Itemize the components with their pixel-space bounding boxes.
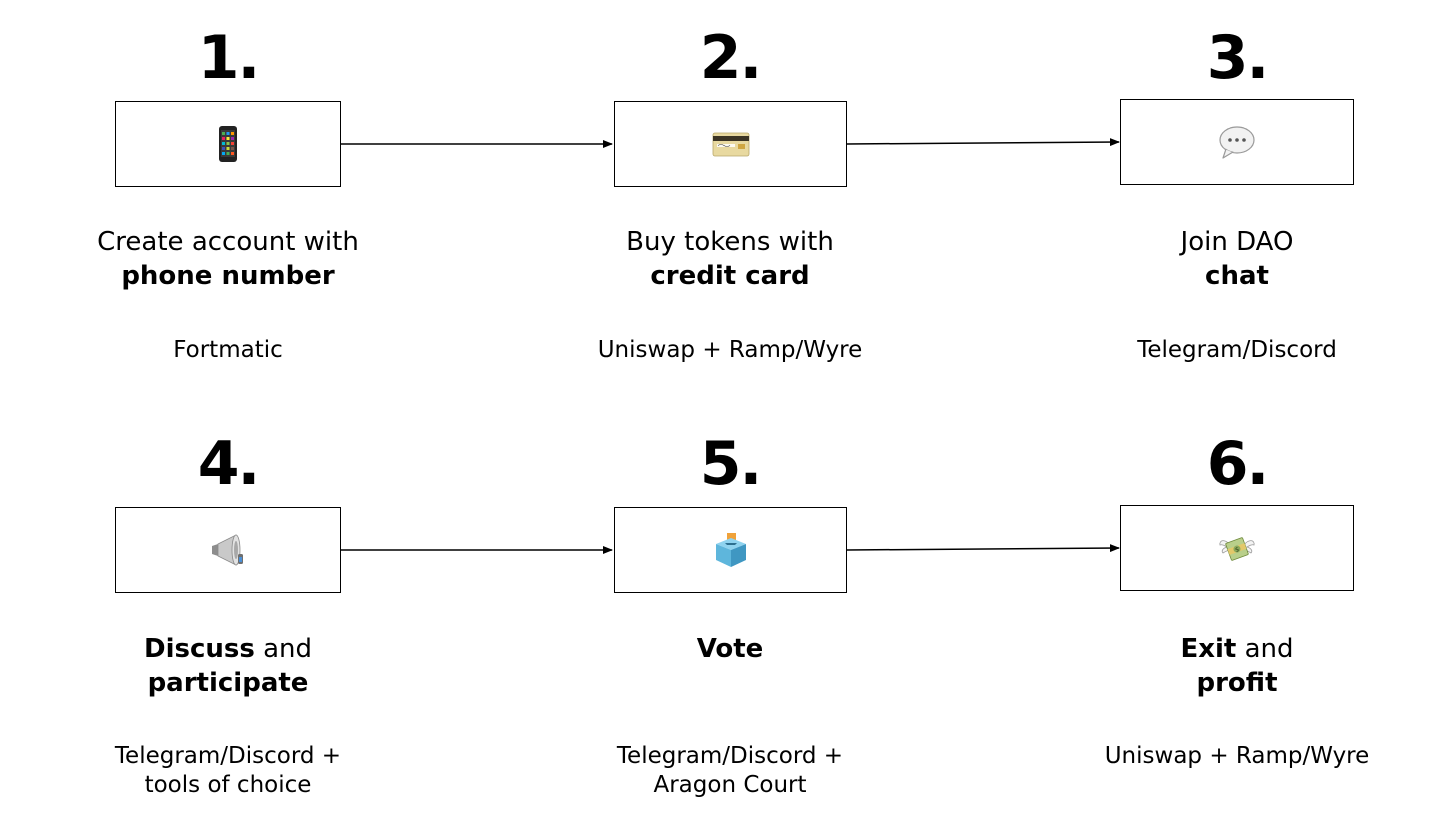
step-title-line1: Exit and [1037,632,1437,666]
arrow-2-to-3 [846,138,1120,147]
step-tools: Uniswap + Ramp/Wyre [1037,742,1437,771]
step-tools-line2: Aragon Court [653,772,807,798]
step-title-line2: credit card [650,261,810,291]
step-number: 1. [197,23,261,93]
step-box: $ [1120,505,1354,591]
step-title-line1-rest: and [254,634,313,664]
step-title-line2: chat [1205,261,1269,291]
money-with-wings-icon: $ [1217,528,1257,568]
step-title-line1: Join DAO [1180,227,1294,257]
credit-card-icon [711,124,751,164]
step-title-line2: participate [147,668,309,698]
step-title-line2: phone number [121,261,335,291]
step-number: 2. [699,23,763,93]
arrow-5-to-6 [846,544,1120,553]
step-tools-line1: Uniswap + Ramp/Wyre [597,337,863,363]
step-tools-line1: Telegram/Discord [1137,337,1337,363]
step-tools: Telegram/Discord + Aragon Court [530,742,930,800]
step-title: Create account with phone number [28,225,428,293]
step-title-line1: Discuss and [28,632,428,666]
step-title-line2: profit [1196,668,1278,698]
step-title: Vote [530,632,930,666]
step-title-line1: Create account with [97,227,359,257]
step-number: 4. [197,429,261,499]
step-box [614,507,847,593]
step-tools-line2: tools of choice [144,772,312,798]
step-title: Join DAO chat [1037,225,1437,293]
speech-bubble-icon [1217,122,1257,162]
step-tools: Fortmatic [28,336,428,365]
step-tools-line1: Uniswap + Ramp/Wyre [1104,743,1370,769]
ballot-box-icon [711,530,751,570]
step-title-line1: Vote [696,634,764,664]
step-tools: Telegram/Discord + tools of choice [28,742,428,800]
step-tools-line1: Telegram/Discord + [616,743,844,769]
step-title-line1-rest: and [1236,634,1294,664]
step-tools-line1: Telegram/Discord + [114,743,342,769]
step-box [115,101,341,187]
step-tools: Telegram/Discord [1037,336,1437,365]
step-box [1120,99,1354,185]
step-title: Buy tokens with credit card [530,225,930,293]
step-title-line1-bold: Exit [1180,634,1237,664]
step-number: 6. [1206,429,1270,499]
step-tools-line1: Fortmatic [173,337,283,363]
step-title-line1-bold: Discuss [143,634,255,664]
step-box [614,101,847,187]
step-tools: Uniswap + Ramp/Wyre [530,336,930,365]
step-title: Exit and profit [1037,632,1437,700]
step-box [115,507,341,593]
step-title-line1: Buy tokens with [626,227,834,257]
mobile-phone-icon [208,124,248,164]
step-title: Discuss and participate [28,632,428,700]
step-number: 3. [1206,23,1270,93]
step-number: 5. [699,429,763,499]
svg-text:$: $ [1234,546,1240,554]
megaphone-icon [208,530,248,570]
